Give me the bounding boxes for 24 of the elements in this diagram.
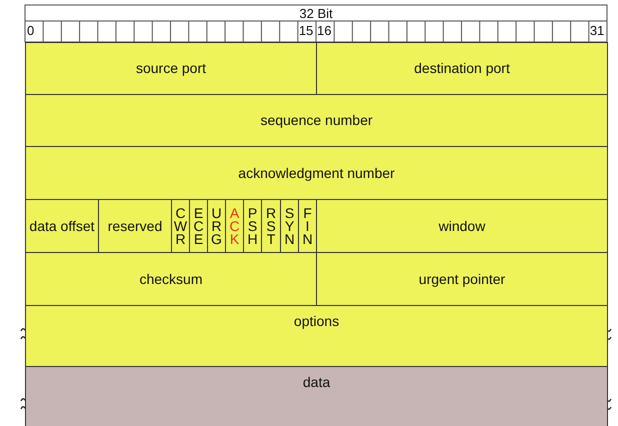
bit-number: 15 bbox=[298, 23, 314, 38]
flag-field: A C K bbox=[225, 199, 244, 253]
header-field: options bbox=[25, 305, 608, 367]
header-field: window bbox=[316, 199, 608, 253]
bit-number: 31 bbox=[590, 23, 604, 38]
width-label: 32 Bit bbox=[299, 6, 333, 21]
header-field: data bbox=[25, 366, 608, 426]
flag-field: F I N bbox=[298, 199, 317, 253]
flag-field: R S T bbox=[261, 199, 281, 253]
header-field: acknowledgment number bbox=[25, 146, 608, 200]
header-field: reserved bbox=[98, 199, 172, 253]
flag-field: U R G bbox=[207, 199, 226, 253]
flag-field: P S H bbox=[243, 199, 262, 253]
header-field: sequence number bbox=[25, 94, 608, 147]
header-field: data offset bbox=[25, 199, 99, 253]
header-field: destination port bbox=[316, 42, 608, 95]
header-field: checksum bbox=[25, 252, 317, 306]
bit-number: 0 bbox=[27, 23, 34, 38]
flag-field: C W R bbox=[171, 199, 190, 253]
bit-number: 16 bbox=[317, 23, 332, 38]
header-field: source port bbox=[25, 42, 317, 95]
flag-field: E C E bbox=[189, 199, 208, 253]
flag-field: S Y N bbox=[280, 199, 299, 253]
header-field: urgent pointer bbox=[316, 252, 608, 306]
